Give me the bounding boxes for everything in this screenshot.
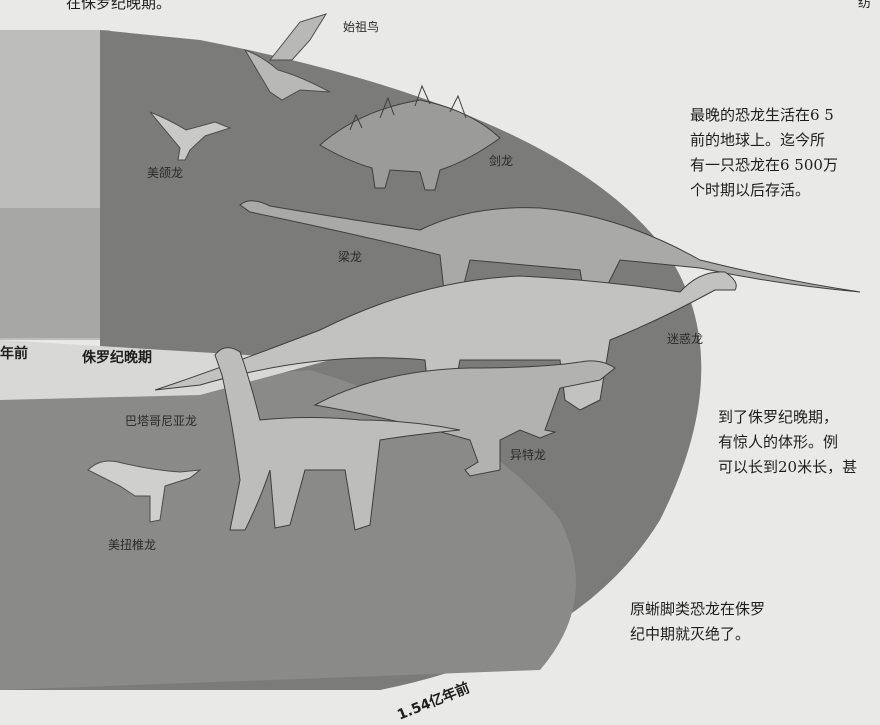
label-mamenchisaurus: 迷惑龙 (667, 332, 704, 346)
lower-band (0, 370, 576, 690)
header-fragment-left: 在侏罗纪晚期。 (66, 0, 172, 12)
paragraph-line: 有一只恐龙在6 500万 (690, 156, 838, 174)
paragraph-line: 个时期以后存活。 (690, 181, 811, 199)
light-wedge (0, 340, 330, 400)
ornitholestes-figure (149, 111, 232, 161)
paragraph-line: 最晚的恐龙生活在6 5 (690, 106, 834, 124)
label-ornitholestes: 美颌龙 (147, 166, 184, 180)
paragraph-line: 原蜥脚类恐龙在侏罗 (630, 600, 766, 618)
label-coelophysis: 美扭椎龙 (108, 538, 157, 552)
paragraph-line: 前的地球上。迄今所 (690, 131, 826, 149)
barosaurus-figure (214, 347, 461, 531)
era-label-left: 年前 (0, 346, 28, 362)
label-allosaurus: 异特龙 (510, 448, 547, 462)
archaeopteryx-figure (243, 13, 331, 101)
label-archaeopteryx: 始祖鸟 (343, 20, 380, 34)
left-stripe (0, 208, 100, 338)
paragraph-late-extinction: 最晚的恐龙生活在6 5 前的地球上。迄今所 有一只恐龙在6 500万 个时期以后… (690, 103, 838, 203)
stegosaurus-figure (319, 84, 501, 191)
paragraph-line: 到了侏罗纪晚期， (718, 408, 839, 426)
period-label: 侏罗纪晚期 (82, 350, 152, 366)
paragraph-prosauropod: 原蜥脚类恐龙在侏罗 纪中期就灭绝了。 (630, 597, 765, 647)
paragraph-line: 有惊人的体形。例 (718, 433, 839, 451)
label-barosaurus: 巴塔哥尼亚龙 (125, 414, 198, 428)
paragraph-late-jurassic: 到了侏罗纪晚期， 有惊人的体形。例 可以长到20米长，甚 (718, 405, 857, 480)
paragraph-line: 可以长到20米长，甚 (718, 458, 858, 476)
paragraph-line: 纪中期就灭绝了。 (630, 625, 751, 643)
label-diplodocus: 梁龙 (338, 250, 363, 264)
label-stegosaurus: 剑龙 (489, 154, 514, 168)
coelophysis-figure (87, 460, 202, 523)
header-fragment-right: 纺 (858, 0, 872, 11)
